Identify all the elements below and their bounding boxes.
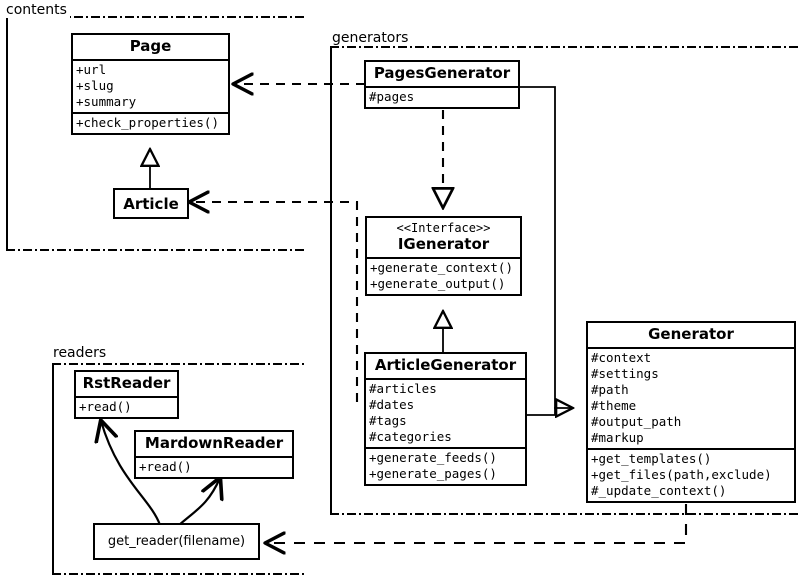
class-title-article: Article	[123, 194, 179, 213]
attribute-item: +summary	[76, 94, 137, 109]
method-item: +read()	[139, 459, 192, 474]
attribute-item: #settings	[591, 366, 659, 381]
method-item: +generate_feeds()	[369, 450, 497, 465]
attribute-item: #dates	[369, 397, 415, 412]
class-methods-page: +check_properties()	[73, 112, 228, 133]
class-attributes-page: +url +slug +summary	[73, 59, 228, 112]
class-title-pagesgenerator: PagesGenerator	[373, 64, 511, 82]
class-box-article[interactable]: Article	[113, 188, 189, 219]
class-methods-mardownreader: +read()	[136, 456, 292, 477]
package-label-contents: contents	[4, 2, 70, 18]
attribute-item: #categories	[369, 429, 452, 444]
class-attributes-generator: #context #settings #path #theme #output_…	[588, 347, 794, 448]
package-label-generators: generators	[330, 30, 412, 46]
method-item: #_update_context()	[591, 483, 727, 498]
class-title-mardownreader: MardownReader	[144, 434, 284, 452]
method-item: +generate_context()	[370, 260, 513, 275]
class-attributes-pagesgenerator: #pages	[366, 86, 518, 107]
attribute-item: +slug	[76, 78, 114, 93]
attribute-item: #articles	[369, 381, 437, 396]
attribute-item: #markup	[591, 430, 644, 445]
class-title-rstreader: RstReader	[82, 374, 171, 392]
class-box-mardownreader[interactable]: MardownReader +read()	[134, 430, 294, 479]
method-item: +generate_output()	[370, 276, 506, 291]
class-methods-generator: +get_templates() +get_files(path,exclude…	[588, 448, 794, 501]
method-item: +check_properties()	[76, 115, 219, 130]
attribute-item: #path	[591, 382, 629, 397]
class-box-page[interactable]: Page +url +slug +summary +check_properti…	[71, 33, 230, 135]
class-box-igenerator[interactable]: <<Interface>> IGenerator +generate_conte…	[365, 216, 522, 296]
attribute-item: #tags	[369, 413, 407, 428]
class-methods-igenerator: +generate_context() +generate_output()	[367, 257, 520, 294]
class-title-igenerator: IGenerator	[397, 235, 490, 253]
method-item: +get_files(path,exclude)	[591, 467, 772, 482]
class-attributes-articlegenerator: #articles #dates #tags #categories	[366, 378, 525, 447]
class-methods-articlegenerator: +generate_feeds() +generate_pages()	[366, 447, 525, 484]
attribute-item: #context	[591, 350, 652, 365]
function-box-get-reader[interactable]: get_reader(filename)	[93, 523, 260, 560]
class-box-pagesgenerator[interactable]: PagesGenerator #pages	[364, 60, 520, 109]
class-title-page: Page	[129, 37, 172, 55]
class-box-articlegenerator[interactable]: ArticleGenerator #articles #dates #tags …	[364, 352, 527, 486]
method-item: +get_templates()	[591, 451, 712, 466]
class-title-generator: Generator	[648, 325, 734, 343]
function-label-get-reader: get_reader(filename)	[107, 534, 246, 549]
package-label-readers: readers	[51, 345, 110, 361]
attribute-item: +url	[76, 62, 107, 77]
attribute-item: #pages	[369, 89, 415, 104]
class-box-rstreader[interactable]: RstReader +read()	[74, 370, 179, 419]
attribute-item: #theme	[591, 398, 637, 413]
class-title-articlegenerator: ArticleGenerator	[374, 356, 517, 374]
method-item: +generate_pages()	[369, 466, 497, 481]
class-methods-rstreader: +read()	[76, 396, 177, 417]
attribute-item: #output_path	[591, 414, 682, 429]
method-item: +read()	[79, 399, 132, 414]
class-box-generator[interactable]: Generator #context #settings #path #them…	[586, 321, 796, 503]
class-stereotype-igenerator: <<Interface>>	[396, 221, 491, 235]
